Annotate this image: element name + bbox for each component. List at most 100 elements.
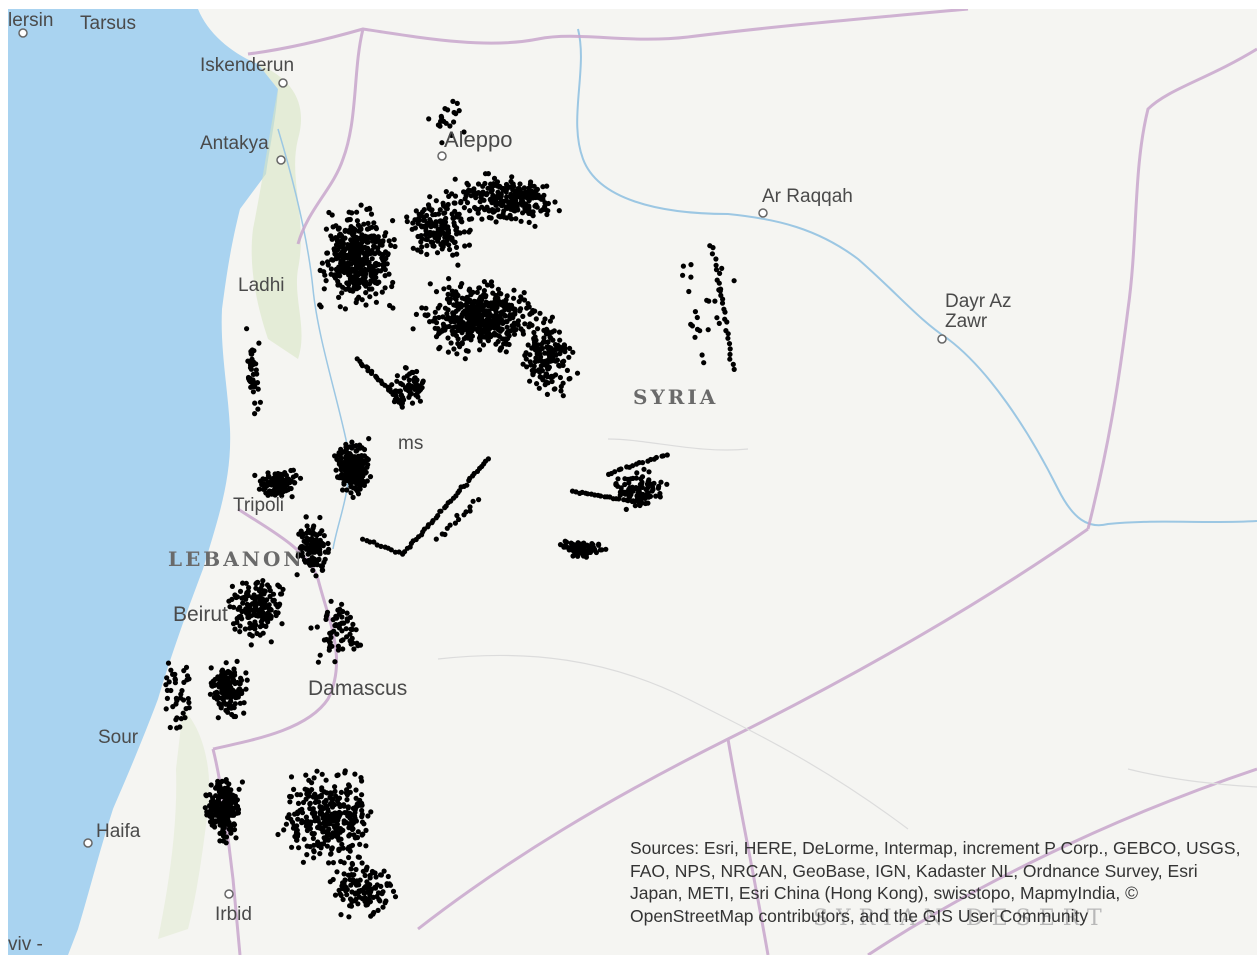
settlement-point bbox=[477, 302, 483, 308]
settlement-point bbox=[404, 214, 410, 220]
settlement-point bbox=[540, 377, 546, 383]
settlement-point bbox=[452, 200, 458, 206]
settlement-point bbox=[535, 326, 541, 332]
settlement-point bbox=[623, 489, 630, 495]
settlement-point bbox=[436, 227, 442, 233]
settlement-point bbox=[392, 894, 399, 900]
settlement-point bbox=[489, 187, 495, 193]
settlement-point bbox=[353, 265, 359, 271]
settlement-point bbox=[406, 377, 412, 383]
settlement-point bbox=[726, 341, 733, 347]
settlement-point bbox=[424, 212, 430, 219]
settlement-point bbox=[170, 704, 176, 710]
settlement-point bbox=[340, 646, 346, 652]
settlement-point bbox=[464, 313, 470, 319]
settlement-point bbox=[344, 797, 350, 803]
settlement-point bbox=[313, 573, 319, 579]
settlement-point bbox=[584, 543, 591, 549]
settlement-point bbox=[699, 352, 705, 358]
settlement-point bbox=[299, 818, 305, 824]
settlement-point bbox=[281, 827, 287, 833]
settlement-point bbox=[370, 238, 376, 244]
settlement-point bbox=[462, 243, 468, 249]
settlement-point bbox=[653, 493, 659, 499]
settlement-point bbox=[533, 188, 539, 194]
settlement-point bbox=[435, 305, 441, 311]
settlement-point bbox=[318, 563, 324, 569]
settlement-point bbox=[725, 335, 731, 341]
settlement-point bbox=[454, 351, 460, 357]
settlement-point bbox=[388, 242, 394, 248]
settlement-point bbox=[298, 528, 304, 534]
settlement-point bbox=[494, 183, 500, 189]
settlement-point bbox=[574, 370, 581, 376]
settlement-point bbox=[458, 200, 464, 206]
settlement-point bbox=[324, 612, 330, 618]
settlement-point bbox=[488, 279, 495, 285]
settlement-point bbox=[504, 324, 510, 330]
settlement-point bbox=[438, 218, 444, 224]
settlement-point bbox=[344, 487, 350, 493]
settlement-point bbox=[477, 347, 483, 353]
settlement-point bbox=[329, 212, 335, 218]
settlement-point bbox=[389, 283, 395, 290]
settlement-point bbox=[503, 181, 510, 188]
settlement-point bbox=[446, 193, 452, 199]
settlement-point bbox=[344, 892, 350, 898]
settlement-point bbox=[719, 265, 725, 271]
settlement-point bbox=[354, 218, 360, 224]
settlement-point bbox=[545, 351, 552, 357]
settlement-point bbox=[223, 707, 229, 714]
settlement-point bbox=[692, 309, 699, 315]
settlement-point bbox=[354, 286, 360, 292]
settlement-point bbox=[355, 462, 362, 468]
settlement-point bbox=[243, 580, 249, 586]
settlement-point bbox=[217, 790, 223, 796]
settlement-point bbox=[333, 622, 339, 628]
settlement-point bbox=[258, 585, 264, 592]
settlement-point bbox=[352, 485, 358, 492]
settlement-point bbox=[348, 903, 355, 909]
settlement-point bbox=[257, 624, 263, 630]
settlement-point bbox=[231, 827, 238, 833]
settlement-point bbox=[361, 446, 368, 453]
settlement-point bbox=[462, 196, 468, 202]
settlement-point bbox=[268, 639, 274, 645]
settlement-point bbox=[338, 789, 344, 796]
settlement-point bbox=[552, 342, 559, 348]
settlement-point bbox=[341, 263, 347, 269]
settlement-point bbox=[165, 660, 172, 666]
settlement-point bbox=[451, 239, 457, 246]
settlement-point bbox=[311, 775, 317, 781]
settlement-point bbox=[385, 251, 391, 257]
settlement-point bbox=[323, 777, 329, 783]
settlement-point bbox=[226, 819, 232, 826]
map-view[interactable]: lersin Tarsus Iskenderun Antakya Aleppo … bbox=[8, 9, 1257, 955]
settlement-point bbox=[495, 286, 501, 292]
settlement-point bbox=[341, 818, 347, 824]
settlement-point bbox=[374, 882, 380, 888]
label-irbid: Irbid bbox=[215, 904, 252, 925]
settlement-point bbox=[473, 299, 479, 305]
settlement-point bbox=[556, 208, 562, 214]
settlement-point bbox=[363, 290, 369, 296]
settlement-point bbox=[340, 885, 346, 892]
settlement-point bbox=[640, 460, 646, 466]
settlement-point bbox=[386, 238, 392, 244]
settlement-point bbox=[238, 613, 244, 620]
settlement-point bbox=[443, 189, 449, 195]
settlement-point bbox=[353, 257, 359, 263]
settlement-point bbox=[359, 278, 365, 284]
settlement-point bbox=[507, 312, 513, 318]
settlement-point bbox=[480, 197, 486, 203]
settlement-point bbox=[225, 814, 231, 820]
settlement-point bbox=[502, 299, 508, 306]
settlement-point bbox=[252, 472, 258, 478]
settlement-point bbox=[355, 248, 361, 254]
settlement-point bbox=[459, 340, 465, 346]
basemap[interactable]: lersin Tarsus Iskenderun Antakya Aleppo … bbox=[8, 9, 1257, 955]
settlement-point bbox=[368, 266, 374, 272]
settlement-point bbox=[414, 386, 420, 392]
settlement-point bbox=[657, 494, 663, 500]
settlement-point bbox=[471, 191, 477, 197]
